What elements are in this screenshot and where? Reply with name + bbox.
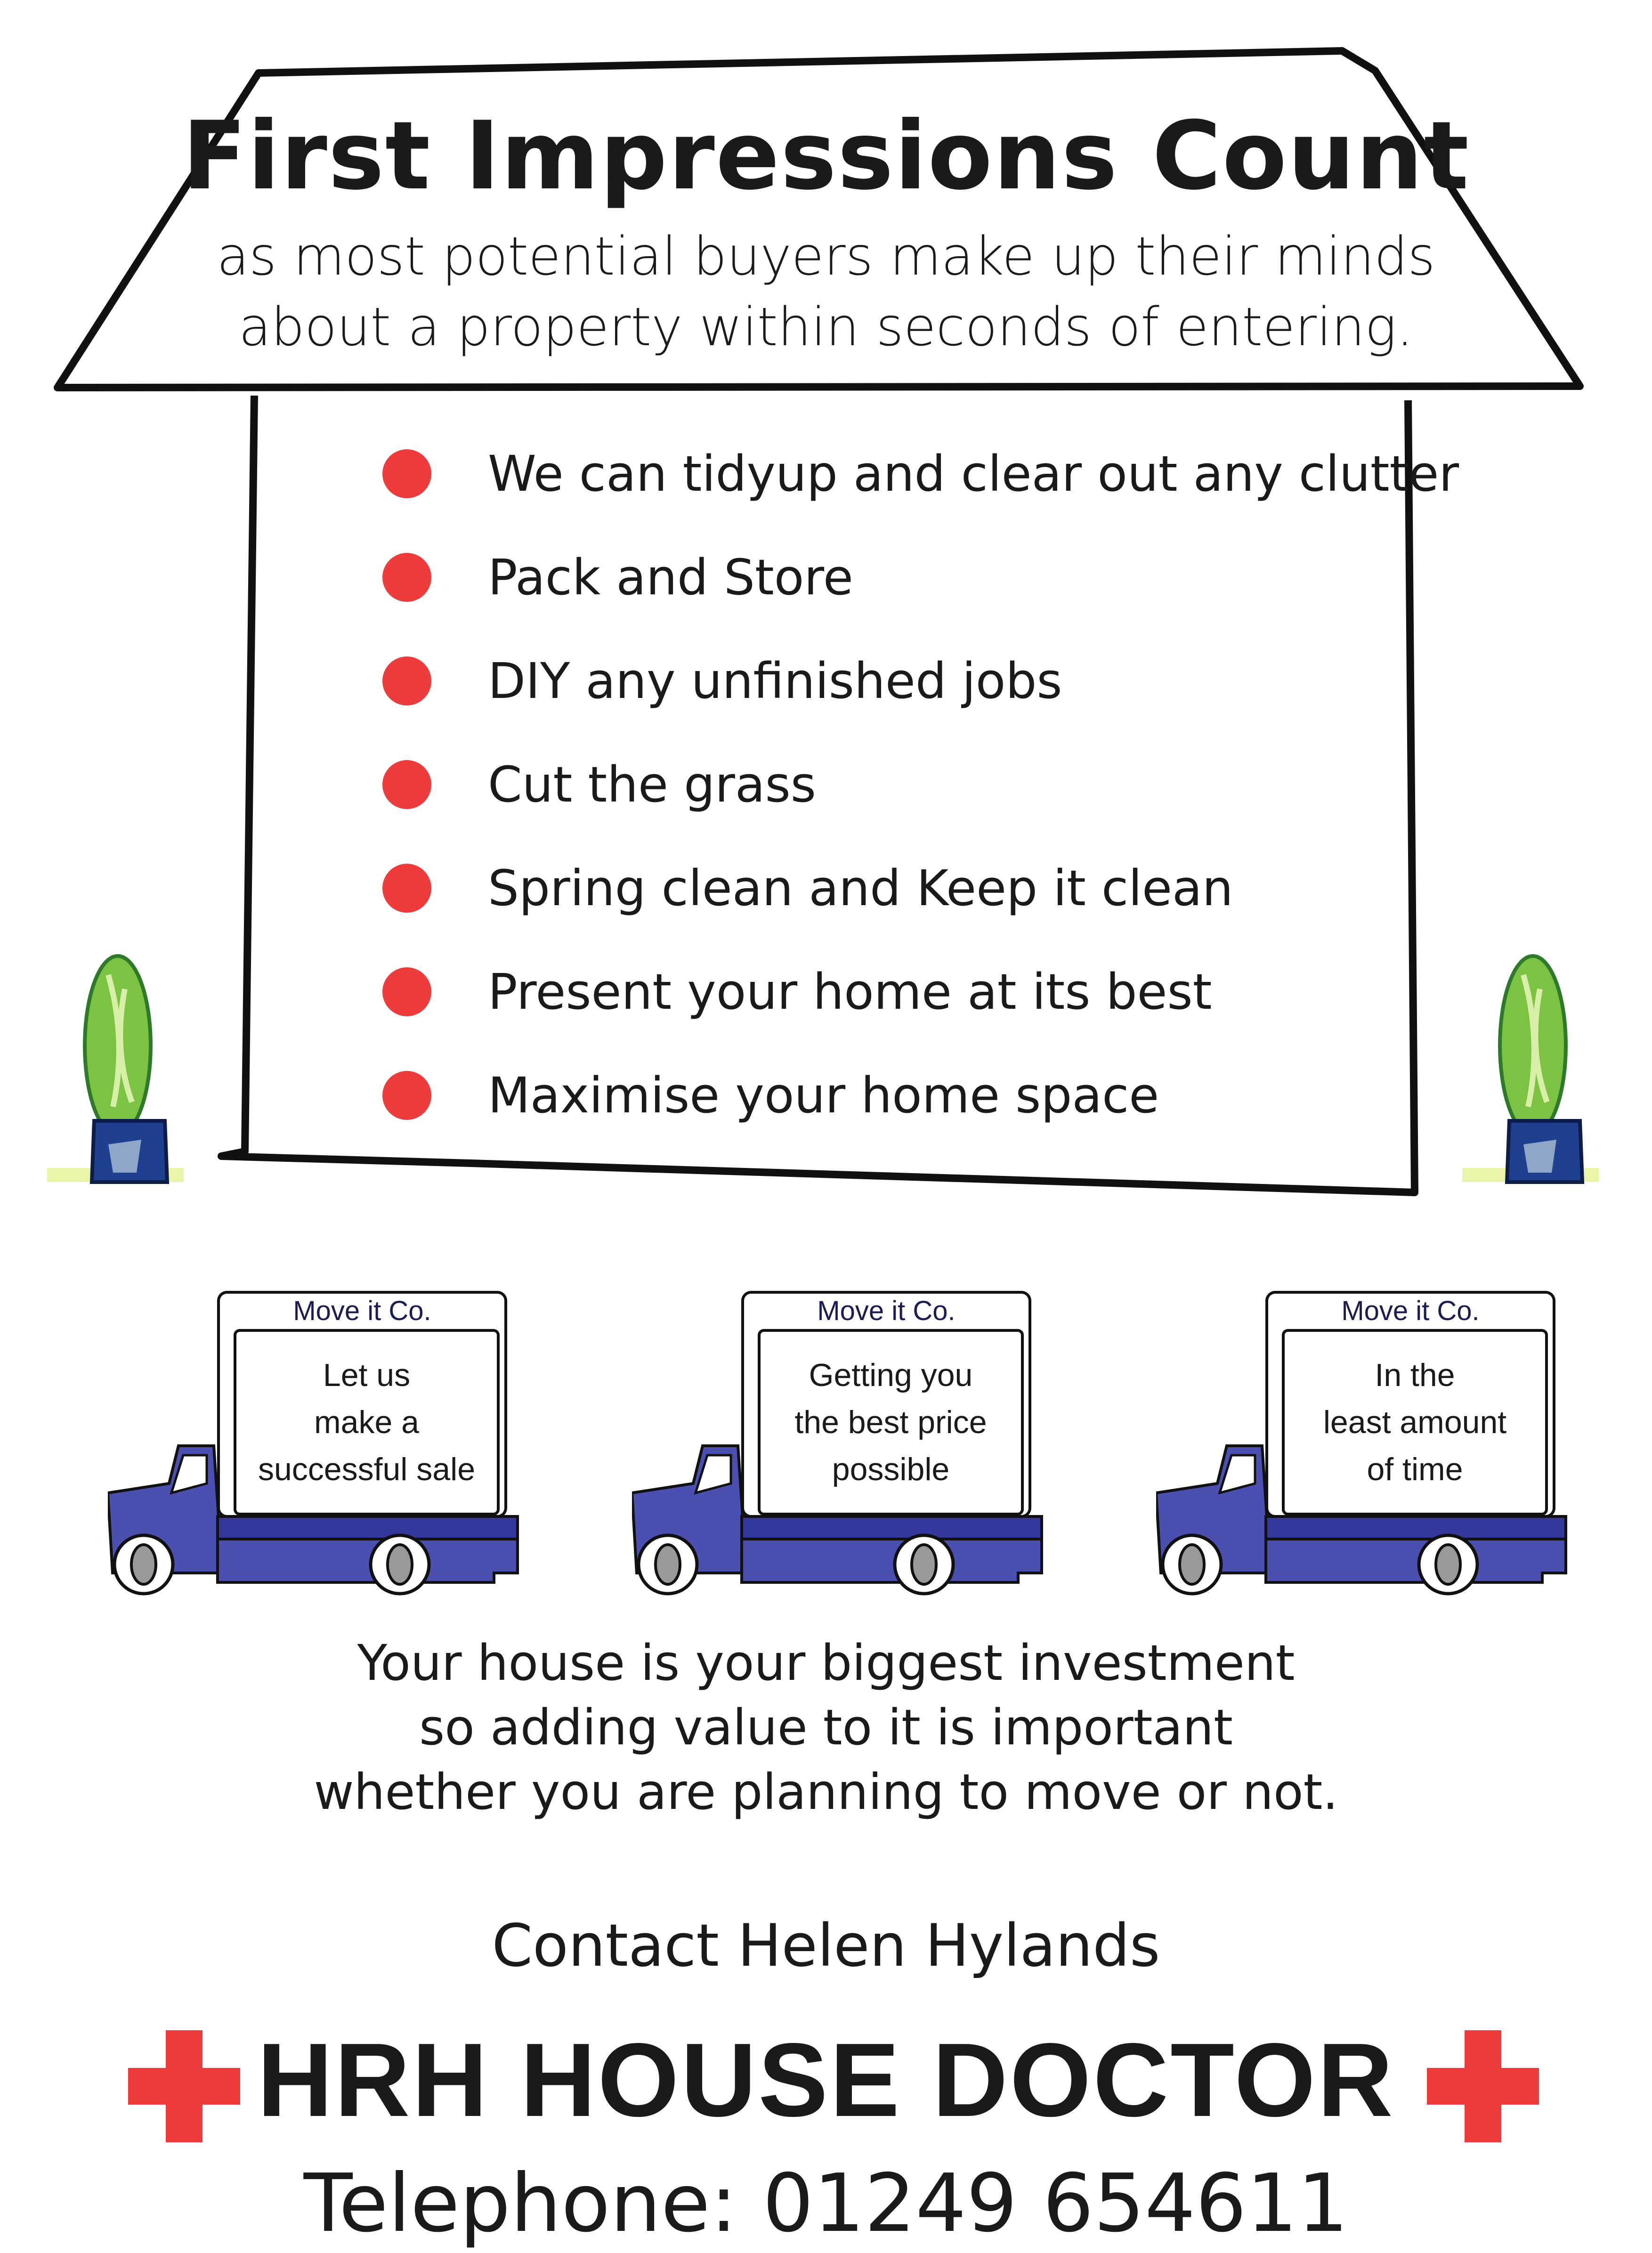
truck-icon [632,1291,1043,1596]
truck-illustration: Move it Co. Let us make a successful sale [108,1290,532,1601]
subtitle-line-2: about a property within seconds of enter… [239,297,1413,358]
bullet-item: We can tidyup and clear out any clutter [382,443,1459,504]
red-dot-icon [382,760,431,809]
subtitle-line-1: as most potential buyers make up their m… [217,226,1435,287]
body-line-1: Your house is your biggest investment [357,1634,1295,1692]
truck-message: Getting you the best price possible [761,1333,1020,1512]
bullet-item: DIY any unfinished jobs [382,650,1062,712]
truck-illustration: Move it Co. In the least amount of time [1156,1290,1580,1601]
truck-company-name: Move it Co. [817,1296,956,1326]
body-line-2: so adding value to it is important [419,1699,1233,1756]
truck-icon [1156,1291,1567,1596]
potted-plant-left [47,954,184,1184]
bullet-text: Pack and Store [488,549,853,606]
truck-message-line: of time [1367,1451,1463,1487]
truck-icon [108,1291,519,1596]
bullet-text: Cut the grass [488,756,816,813]
red-dot-icon [382,553,431,602]
truck-message-line: the best price [794,1404,987,1440]
bullet-item: Spring clean and Keep it clean [382,858,1233,919]
red-dot-icon [382,656,431,705]
roof-outline [54,47,1584,391]
bullet-item: Cut the grass [382,754,816,815]
red-cross-icon-left [128,2030,240,2142]
truck-message-line: In the [1375,1357,1455,1393]
truck-illustration: Move it Co. Getting you the best price poss… [632,1290,1056,1601]
brand-name: HRH HOUSE DOCTOR [257,2022,1395,2139]
red-cross-icon-right [1427,2030,1539,2142]
truck-message: In the least amount of time [1286,1333,1544,1512]
contact-name: Contact Helen Hylands [492,1912,1160,1980]
bullet-item: Maximise your home space [382,1065,1159,1126]
bullet-text: Present your home at its best [488,963,1212,1021]
truck-company-name: Move it Co. [293,1296,431,1326]
truck-message-line: successful sale [258,1451,476,1487]
truck-message-line: possible [832,1451,950,1487]
red-dot-icon [382,967,431,1016]
truck-message: Let us make a successful sale [237,1333,496,1512]
house-walls [218,395,1418,1196]
truck-company-name: Move it Co. [1341,1296,1480,1326]
body-line-3: whether you are planning to move or not. [314,1763,1338,1821]
truck-message-line: make a [314,1404,419,1440]
red-dot-icon [382,449,431,498]
bullet-item: Present your home at its best [382,961,1212,1022]
truck-message-line: Getting you [809,1357,973,1393]
house-outline [54,47,1584,1196]
page-title: First Impressions Count [182,101,1470,211]
telephone: Telephone: 01249 654611 [303,2157,1349,2250]
bullet-text: Maximise your home space [488,1067,1159,1124]
potted-plant-right [1462,954,1599,1184]
bullet-text: We can tidyup and clear out any clutter [488,445,1459,502]
red-dot-icon [382,864,431,913]
bullet-text: DIY any unfinished jobs [488,652,1062,710]
truck-message-line: least amount [1323,1404,1507,1440]
bullet-text: Spring clean and Keep it clean [488,859,1233,917]
truck-message-line: Let us [323,1357,411,1393]
bullet-item: Pack and Store [382,547,853,608]
red-dot-icon [382,1071,431,1120]
